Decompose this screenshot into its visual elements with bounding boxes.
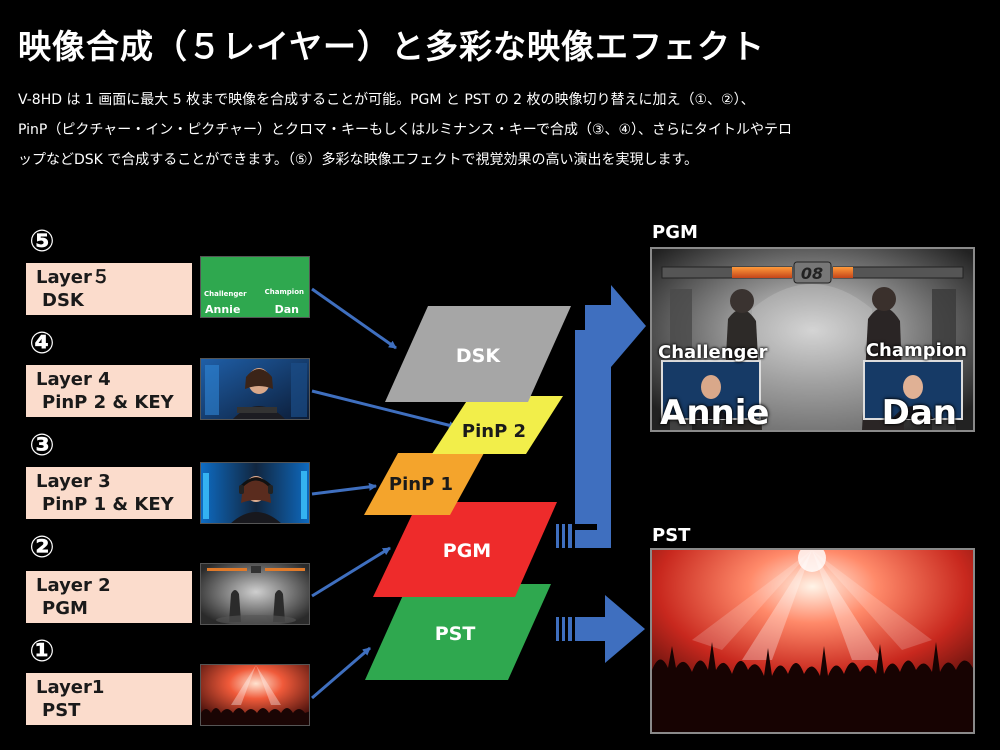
pgm-output-arrow <box>556 285 646 548</box>
pst-output-screen <box>650 548 975 734</box>
layer-5-box: Layer５ DSK <box>26 263 192 315</box>
layer-4-title: Layer 4 <box>36 369 111 390</box>
dsk-thumbnail: Challenger Champion Annie Dan <box>200 256 310 318</box>
pinp2-plane-label: PinP 2 <box>462 421 526 442</box>
pst-output-label: PST <box>652 525 691 546</box>
description-line: PinP（ピクチャー・イン・ピクチャー）とクロマ・キーもしくはルミナンス・キーで… <box>18 122 793 138</box>
pst-plane <box>365 584 551 680</box>
layer-3-title: Layer 3 <box>36 471 111 492</box>
layer-4-box: Layer 4 PinP 2 & KEY <box>26 365 192 417</box>
layer-5-title: Layer５ <box>36 267 110 288</box>
pst-plane-label: PST <box>435 623 476 645</box>
pgm-champion-label: Champion <box>865 340 967 361</box>
dsk-thumb-name-right: Dan <box>274 303 299 316</box>
layer-1-title: Layer1 <box>36 677 105 698</box>
layer-1-number: ① <box>29 634 55 669</box>
pst-output-arrow <box>556 595 645 663</box>
dsk-connector-arrow <box>311 287 397 350</box>
pgm-connector-arrow <box>311 546 391 598</box>
layer-5-number: ⑤ <box>29 224 55 259</box>
pst-thumbnail <box>200 664 310 726</box>
layer-1-subtitle: PST <box>42 700 81 721</box>
layer-2-box: Layer 2 PGM <box>26 571 192 623</box>
layer-3-subtitle: PinP 1 & KEY <box>42 494 174 515</box>
pgm-output-image: 08 <box>652 249 973 430</box>
pgm-timer: 08 <box>801 264 823 283</box>
description-line: ップなどDSK で合成することができます。（⑤）多彩な映像エフェクトで視覚効果の… <box>18 152 699 168</box>
page-title: 映像合成（５レイヤー）と多彩な映像エフェクト <box>18 27 766 66</box>
description-line: V-8HD は 1 画面に最大 5 枚まで映像を合成することが可能。PGM と … <box>18 92 755 108</box>
layer-2-title: Layer 2 <box>36 575 111 596</box>
pinp2-connector-arrow <box>311 389 457 430</box>
description: V-8HD は 1 画面に最大 5 枚まで映像を合成することが可能。PGM と … <box>18 85 988 175</box>
pgm-thumbnail <box>200 563 310 625</box>
pinp1-thumbnail <box>200 462 310 524</box>
pst-thumbnail-image <box>201 665 309 725</box>
dsk-thumb-challenger: Challenger <box>204 290 247 298</box>
layer-3-number: ③ <box>29 428 55 463</box>
pgm-name-right: Dan <box>881 393 957 432</box>
pgm-name-left: Annie <box>660 393 770 432</box>
pinp1-plane-label: PinP 1 <box>389 474 453 495</box>
layer-4-number: ④ <box>29 326 55 361</box>
pgm-output-screen: 08 Challenger Champion Annie Dan <box>650 247 975 432</box>
dsk-thumb-name-left: Annie <box>205 303 241 316</box>
pinp2-plane <box>432 396 563 454</box>
pgm-plane-label: PGM <box>443 540 491 562</box>
dsk-plane <box>385 306 571 402</box>
pgm-output-label: PGM <box>652 222 698 243</box>
layer-3-box: Layer 3 PinP 1 & KEY <box>26 467 192 519</box>
pinp1-thumbnail-image <box>201 463 309 523</box>
pgm-plane <box>373 502 557 597</box>
pst-connector-arrow <box>311 646 371 700</box>
pinp2-thumbnail-image <box>201 359 309 419</box>
pinp2-thumbnail <box>200 358 310 420</box>
layer-4-subtitle: PinP 2 & KEY <box>42 392 174 413</box>
dsk-thumb-champion: Champion <box>264 288 304 296</box>
pinp1-connector-arrow <box>311 482 377 496</box>
dsk-plane-label: DSK <box>456 345 501 367</box>
pinp1-plane <box>364 453 484 515</box>
layer-1-box: Layer1 PST <box>26 673 192 725</box>
pgm-thumbnail-image <box>201 564 309 624</box>
layer-5-subtitle: DSK <box>42 290 84 311</box>
pgm-challenger-label: Challenger <box>658 342 768 363</box>
pst-output-image <box>652 550 973 732</box>
layer-2-number: ② <box>29 530 55 565</box>
layer-2-subtitle: PGM <box>42 598 88 619</box>
